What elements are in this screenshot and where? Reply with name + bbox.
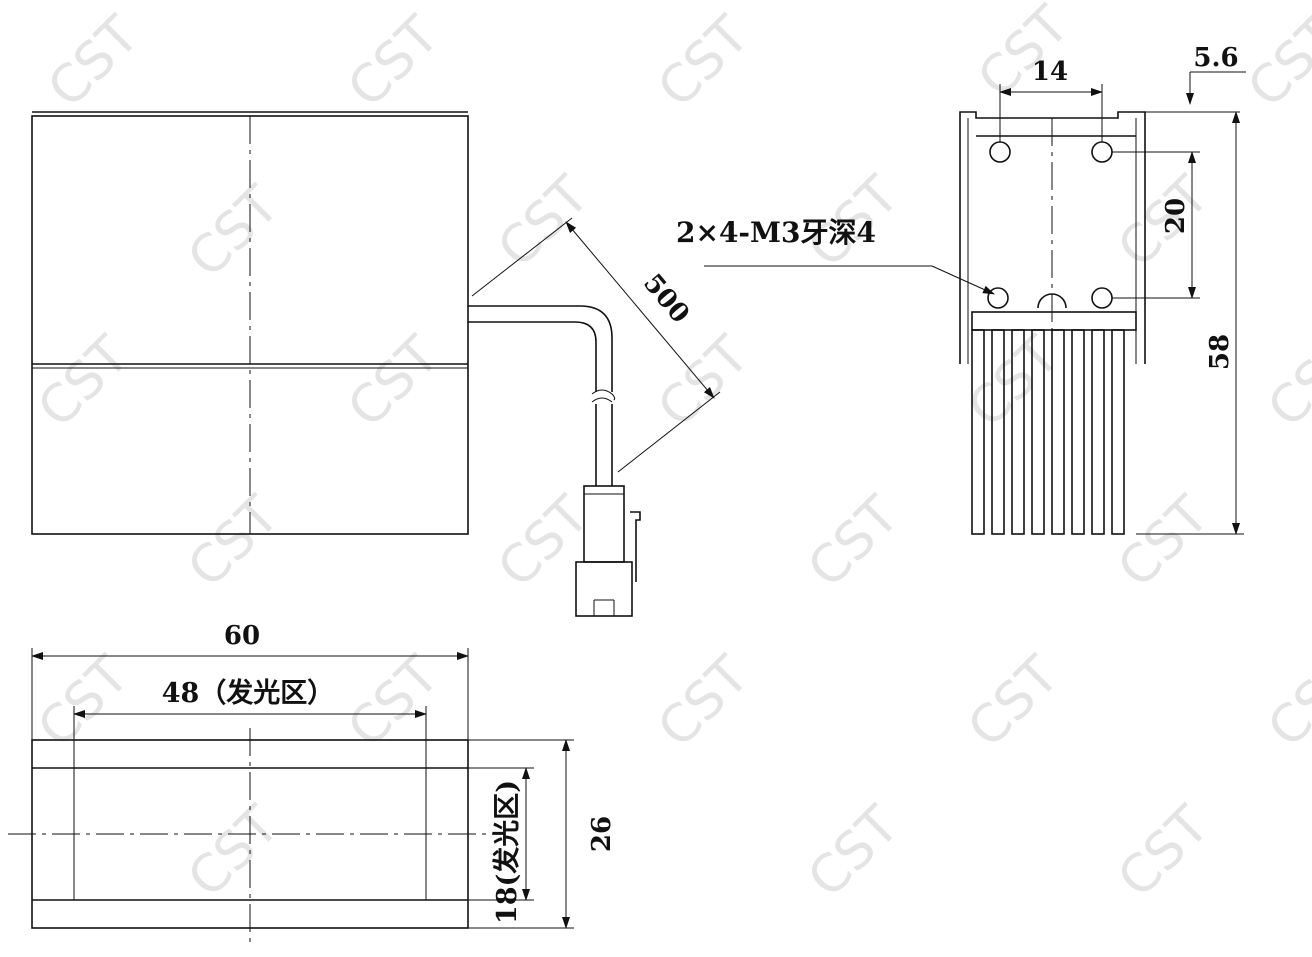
heatsink-fin bbox=[1071, 329, 1085, 535]
dim-line bbox=[565, 221, 715, 399]
heatsink-fin bbox=[991, 329, 1005, 535]
dim-extension bbox=[471, 217, 573, 297]
watermark: CST bbox=[337, 645, 451, 759]
cable-exit-hole bbox=[1037, 293, 1067, 309]
dim-hole-spacing-v: 20 bbox=[1112, 151, 1200, 299]
connector-housing bbox=[575, 561, 633, 617]
dim-label-18: 18(发光区) bbox=[491, 780, 523, 924]
watermark: CST bbox=[337, 5, 451, 119]
dim-emit-depth: 18(发光区) bbox=[426, 767, 534, 924]
dim-width-total: 60 bbox=[31, 621, 469, 740]
dim-label-60: 60 bbox=[224, 621, 260, 651]
heatsink-fin bbox=[1011, 329, 1025, 535]
mount-hole bbox=[1091, 287, 1113, 309]
watermark: CST bbox=[797, 795, 911, 909]
heatsink-fins bbox=[971, 329, 1125, 535]
dim-edge-offset: 5.6 bbox=[1145, 43, 1246, 113]
heatsink-fin bbox=[1091, 329, 1105, 535]
watermark: CST bbox=[1257, 645, 1312, 759]
cable-outer bbox=[468, 305, 613, 392]
watermark: CST bbox=[1107, 795, 1221, 909]
watermark: CST bbox=[37, 5, 151, 119]
dim-label-26: 26 bbox=[587, 816, 617, 852]
bottom-view bbox=[8, 728, 500, 944]
watermark: CST bbox=[957, 325, 1071, 439]
watermark: CST bbox=[177, 485, 291, 599]
heatsink-fin bbox=[1051, 329, 1065, 535]
watermark: CST bbox=[487, 165, 601, 279]
thread-note-label: 2×4-M3牙深4 bbox=[676, 216, 876, 249]
side-view bbox=[959, 111, 1146, 535]
dim-emit-width: 48（发光区） bbox=[73, 677, 427, 768]
connector-latch bbox=[630, 511, 641, 582]
watermark: CST bbox=[1237, 5, 1312, 119]
watermark: CST bbox=[337, 325, 451, 439]
heatsink-fin bbox=[1031, 329, 1045, 535]
watermark: CST bbox=[647, 645, 761, 759]
watermark: CST bbox=[1257, 325, 1312, 439]
dim-hole-spacing-h: 14 bbox=[999, 57, 1103, 142]
watermark: CST bbox=[177, 795, 291, 909]
front-view bbox=[31, 111, 469, 535]
dim-depth-total: 26 bbox=[468, 739, 617, 929]
heatsink-base bbox=[971, 311, 1137, 331]
dim-label-5-6: 5.6 bbox=[1193, 43, 1238, 73]
watermark: CST bbox=[27, 645, 141, 759]
watermark: CST bbox=[27, 325, 141, 439]
dim-extension bbox=[617, 391, 721, 473]
mount-hole bbox=[989, 141, 1011, 163]
mount-hole bbox=[1091, 141, 1113, 163]
watermark: CST bbox=[177, 175, 291, 289]
dim-height-total: 58 bbox=[1136, 111, 1244, 535]
heatsink-fin bbox=[1111, 329, 1125, 535]
callout-leader bbox=[931, 265, 995, 295]
dim-label-48: 48（发光区） bbox=[162, 677, 335, 709]
watermark: CST bbox=[647, 325, 761, 439]
dim-label-14: 14 bbox=[1032, 57, 1068, 87]
cable-break-bottom bbox=[591, 397, 613, 403]
mount-hole bbox=[987, 287, 1009, 309]
dim-label-500: 500 bbox=[637, 268, 695, 329]
heatsink-fin bbox=[971, 329, 985, 535]
watermark: CST bbox=[967, 0, 1081, 109]
thread-callout: 2×4-M3牙深4 bbox=[676, 216, 995, 295]
cable-inner bbox=[468, 321, 597, 392]
dim-label-20: 20 bbox=[1161, 198, 1191, 234]
watermark: CST bbox=[797, 485, 911, 599]
side-view-outline bbox=[959, 111, 1146, 364]
watermark: CST bbox=[957, 645, 1071, 759]
dim-label-58: 58 bbox=[1205, 334, 1235, 370]
watermark: CST bbox=[647, 5, 761, 119]
